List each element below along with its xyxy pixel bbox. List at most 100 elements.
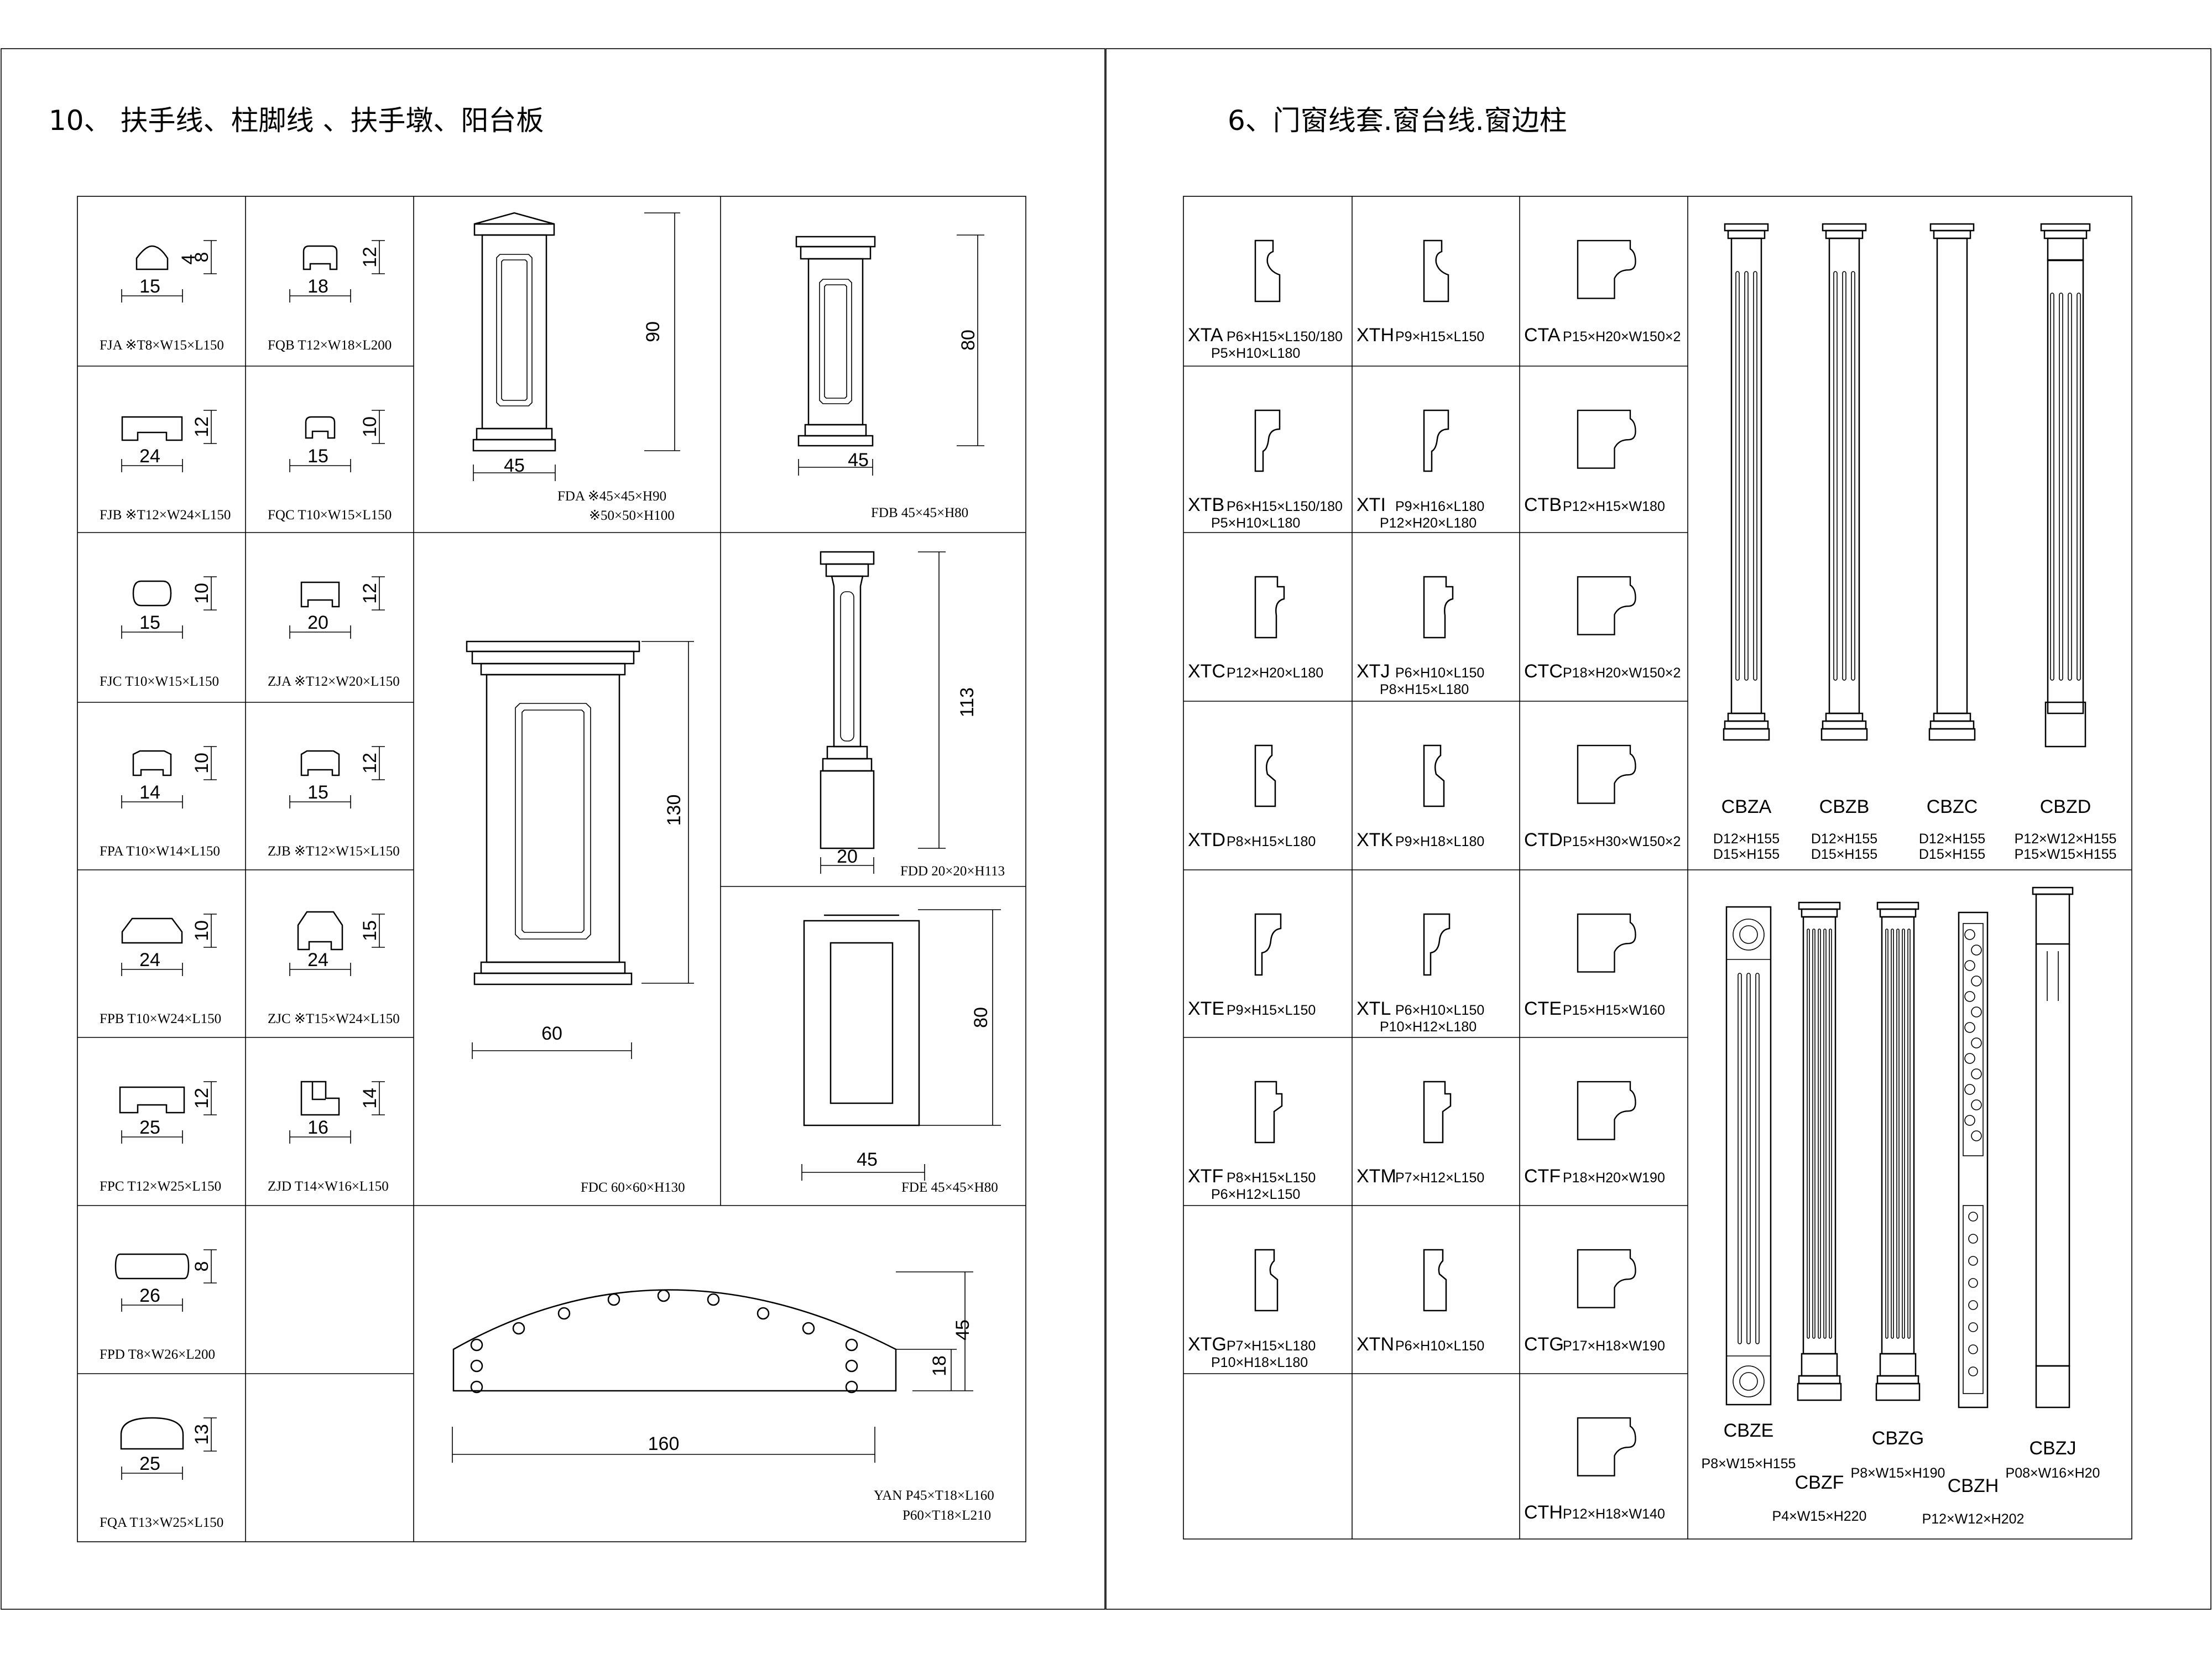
profile-ctg-spec: P17×H18×W190	[1563, 1338, 1665, 1354]
profile-xta-spec: P6×H15×L150/180	[1227, 329, 1343, 345]
profile-ctf-shape	[1577, 1081, 1636, 1140]
slab-hole	[845, 1359, 858, 1373]
profile-xti-shape	[1423, 409, 1449, 472]
slab-hole	[657, 1289, 670, 1302]
profile-fpb-width: 24	[139, 950, 160, 971]
column-cbze-code: CBZE	[1724, 1420, 1774, 1441]
fda-caption-1: FDA ※45×45×H90	[557, 489, 666, 504]
profile-zja-caption: ZJA ※T12×W20×L150	[268, 674, 400, 689]
profile-xtn-shape	[1423, 1249, 1447, 1312]
profile-fqa-width: 25	[139, 1453, 160, 1474]
profile-xtm-spec: P7×H12×L150	[1395, 1170, 1484, 1186]
profile-ctb-shape	[1577, 409, 1636, 469]
profile-xth-shape	[1423, 239, 1449, 302]
profile-fqa-height: 13	[191, 1424, 212, 1445]
column-cbzb-code: CBZB	[1819, 796, 1870, 817]
profile-fpc-caption: FPC T12×W25×L150	[100, 1179, 221, 1194]
column-cbza-spec-1: D12×H155	[1713, 831, 1780, 847]
column-cbza-code: CBZA	[1721, 796, 1772, 817]
fda-width-label: 45	[504, 455, 525, 476]
profile-zjc-height: 15	[359, 920, 380, 941]
profile-xtf-code: XTF	[1188, 1166, 1223, 1187]
profile-cte-shape	[1577, 913, 1636, 973]
profile-xtm-shape	[1423, 1081, 1452, 1144]
slab-hole	[607, 1293, 620, 1306]
profile-xtb-spec-2: P5×H10×L180	[1211, 515, 1300, 531]
profile-fjb-width: 24	[139, 446, 160, 467]
profile-zja-height: 12	[359, 583, 380, 604]
yan-balcony-slab-drawing: 45 18 160 YAN P45×T18×L160 P60×T18×L210	[452, 1271, 994, 1523]
profile-xtg-code: XTG	[1188, 1334, 1227, 1355]
profile-xtf-spec-2: P6×H12×L150	[1211, 1187, 1300, 1202]
profile-xtj-shape	[1423, 576, 1454, 639]
profile-xtb-spec: P6×H15×L150/180	[1227, 499, 1343, 514]
profile-xtn-code: XTN	[1357, 1334, 1394, 1355]
profile-fjb-shape	[121, 416, 183, 441]
profile-cte-code: CTE	[1524, 998, 1562, 1019]
profile-fpd-caption: FPD T8×W26×L200	[100, 1347, 215, 1362]
fdb-pier-drawing: 80 45 FDB 45×45×H80	[795, 234, 984, 520]
profile-xtd-code: XTD	[1188, 830, 1225, 851]
profile-fja-caption: FJA ※T8×W15×L150	[100, 338, 224, 353]
profile-fja-shape	[135, 245, 169, 270]
profile-zjb-height: 12	[359, 753, 380, 774]
profile-xtg-shape	[1254, 1249, 1279, 1312]
profile-ctb-spec: P12×H15×W180	[1563, 499, 1665, 514]
profile-fqb-caption: FQB T12×W18×L200	[268, 338, 392, 353]
slab-hole	[470, 1380, 483, 1394]
profile-fqc-width: 15	[307, 446, 328, 467]
slab-hole	[707, 1293, 720, 1306]
fdc-width-label: 60	[541, 1023, 562, 1044]
profile-fqa-caption: FQA T13×W25×L150	[100, 1515, 223, 1530]
profile-zjb-caption: ZJB ※T12×W15×L150	[268, 844, 400, 859]
profile-xte-spec: P9×H15×L150	[1227, 1003, 1316, 1018]
column-cbze-spec: P8×W15×H155	[1702, 1456, 1796, 1472]
column-cbzb-spec-2: D15×H155	[1811, 847, 1877, 862]
column-cbzh-code: CBZH	[1948, 1475, 1999, 1496]
profile-fqb-shape	[302, 245, 338, 270]
slab-hole	[512, 1322, 525, 1335]
profile-xth-code: XTH	[1357, 325, 1394, 346]
fdc-caption: FDC 60×60×H130	[581, 1180, 685, 1195]
fdb-width-label: 45	[848, 450, 869, 471]
profile-xta-shape	[1254, 239, 1281, 302]
column-cbzb-spec-1: D12×H155	[1811, 831, 1877, 847]
profile-xtk-shape	[1423, 744, 1445, 807]
column-cbza-spec-2: D15×H155	[1713, 847, 1780, 862]
profile-xti-spec-2: P12×H20×L180	[1380, 515, 1477, 531]
profile-xti-spec: P9×H16×L180	[1395, 499, 1484, 514]
column-cbzg-code: CBZG	[1872, 1428, 1924, 1449]
yan-height-label: 45	[952, 1319, 973, 1340]
column-cbzj-spec: P08×W16×H20	[2006, 1465, 2100, 1481]
profile-fpb-height: 10	[191, 920, 212, 941]
profile-zja-width: 20	[307, 612, 328, 633]
column-cbze: CBZE P8×W15×H155	[1702, 906, 1796, 1472]
fde-caption: FDE 45×45×H80	[901, 1180, 998, 1195]
profile-fjc-shape	[132, 580, 172, 607]
profile-ctf-spec: P18×H20×W190	[1563, 1170, 1665, 1186]
column-cbzc-code: CBZC	[1927, 796, 1978, 817]
profile-zjd-caption: ZJD T14×W16×L150	[268, 1179, 389, 1194]
profile-ctd-code: CTD	[1524, 830, 1563, 851]
slab-hole	[845, 1338, 858, 1352]
profile-ctg-code: CTG	[1524, 1334, 1564, 1355]
profile-fpd-width: 26	[139, 1285, 160, 1306]
profile-fpb-shape	[121, 917, 183, 944]
profile-ctg-shape	[1577, 1249, 1636, 1308]
column-group-top: CBZAD12×H155D15×H155CBZBD12×H155D15×H155…	[1713, 223, 2116, 862]
profile-fqb-width: 18	[307, 276, 328, 297]
column-cbzg-spec: P8×W15×H190	[1851, 1465, 1945, 1481]
yan-caption-2: P60×T18×L210	[902, 1508, 991, 1523]
